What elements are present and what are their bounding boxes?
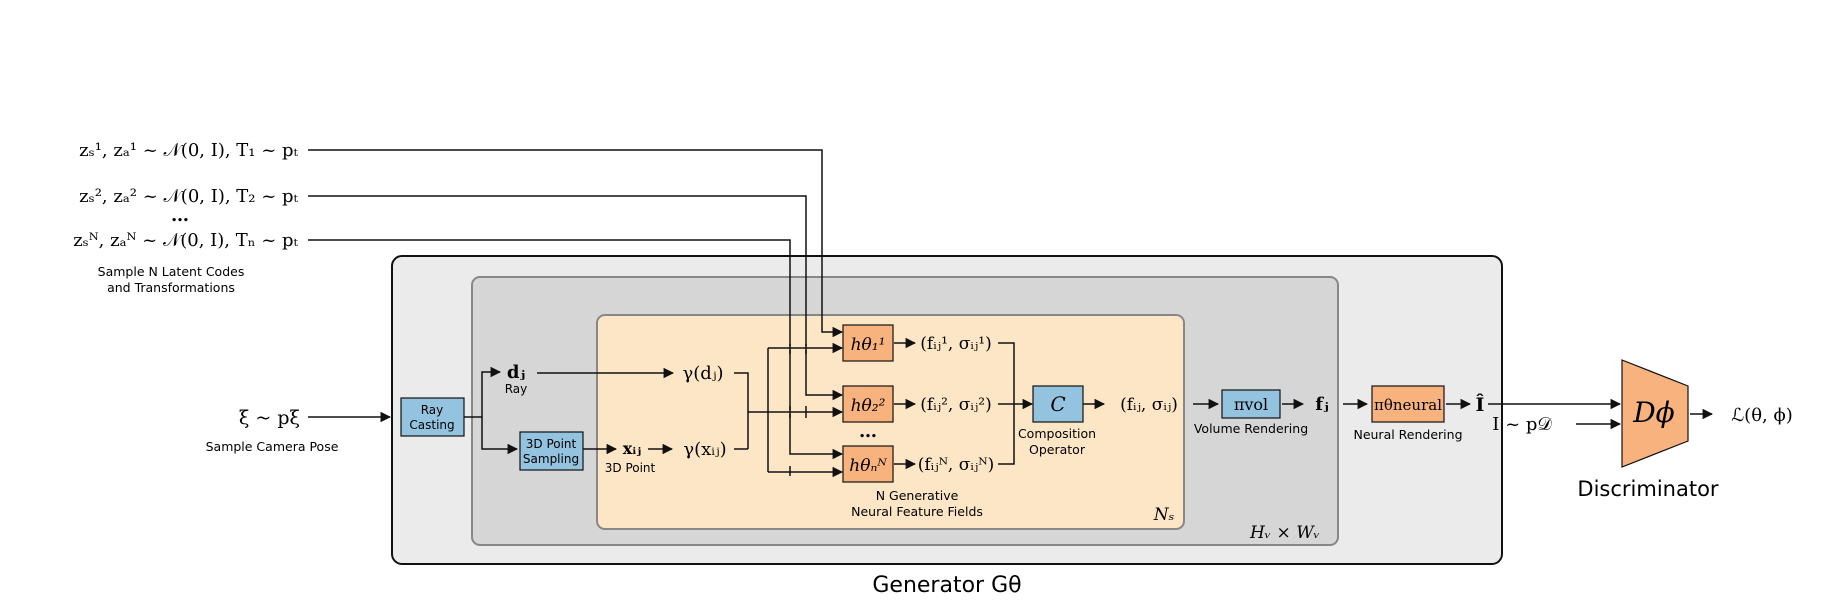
sampling-split-line: [481, 417, 519, 455]
h1-label: hθ₁¹: [851, 335, 886, 355]
fj-label: fⱼ: [1315, 394, 1328, 415]
camera-label: ξ ~ pξ: [239, 407, 300, 429]
sampling-box: [519, 431, 584, 471]
ns-label: Nₛ: [1153, 505, 1175, 525]
discriminator-shape: [1621, 359, 1689, 468]
neural-caption: Neural Rendering: [1353, 427, 1462, 442]
hv-wv-label: Hᵥ × Wᵥ: [1249, 523, 1320, 543]
neural-label: πθneural: [1374, 396, 1442, 414]
volume-caption: Volume Rendering: [1194, 421, 1308, 436]
latent-caption-line-1: Sample N Latent Codes: [98, 264, 245, 279]
out-2-label: (fᵢⱼ², σᵢⱼ²): [920, 395, 991, 415]
neural-rendering-box: [1371, 385, 1445, 423]
ray-casting-label-2: Casting: [409, 418, 454, 432]
composition-caption-1: Composition: [1018, 426, 1096, 441]
composed-label: (fᵢⱼ, σᵢⱼ): [1120, 395, 1178, 415]
fields-caption-1: N Generative: [876, 488, 959, 503]
real-image-label: I ~ p𝒟: [1492, 414, 1552, 435]
output-image-label: Î: [1476, 393, 1485, 416]
latent-caption-line-2: and Transformations: [107, 280, 235, 295]
loss-label: ℒ(θ, ϕ): [1731, 405, 1793, 426]
latent-2-line: [308, 195, 844, 401]
ray-casting-label-1: Ray: [421, 403, 444, 417]
hn-label: hθₙᴺ: [849, 456, 887, 476]
ray-caption: Ray: [505, 382, 528, 396]
fields-dots: …: [859, 421, 877, 442]
point-variable: xᵢⱼ: [623, 439, 641, 458]
ray-variable: dⱼ: [507, 362, 525, 383]
latent-dots: …: [171, 205, 189, 226]
gamma-d-bracket: [734, 372, 749, 412]
fields-caption-2: Neural Feature Fields: [851, 504, 983, 519]
discriminator-caption: Discriminator: [1577, 477, 1719, 501]
latent-2-label: zₛ², zₐ² ~ 𝒩(0, I), T₂ ~ pₜ: [79, 186, 298, 207]
discriminator-label: Dϕ: [1632, 396, 1675, 429]
h1-box: [842, 324, 894, 362]
out-n-label: (fᵢⱼᴺ, σᵢⱼᴺ): [918, 455, 995, 475]
camera-caption: Sample Camera Pose: [206, 439, 339, 454]
volume-rendering-box: [1221, 389, 1281, 419]
h2-label: hθ₂²: [851, 396, 886, 416]
h2-box: [842, 385, 894, 423]
gamma-d-label: γ(dⱼ): [682, 363, 723, 384]
generator-caption: Generator Gθ: [872, 573, 1021, 598]
composition-caption-2: Operator: [1029, 442, 1086, 457]
composition-box: [1032, 385, 1084, 423]
sampling-label-2: Sampling: [523, 452, 579, 466]
latent-1-line: [308, 149, 844, 338]
hn-box: [842, 445, 894, 483]
latent-n-label: zₛᴺ, zₐᴺ ~ 𝒩(0, I), Tₙ ~ pₜ: [73, 230, 298, 251]
out-1-label: (fᵢⱼ¹, σᵢⱼ¹): [920, 334, 991, 354]
sampling-label-1: 3D Point: [526, 437, 577, 451]
latent-1-label: zₛ¹, zₐ¹ ~ 𝒩(0, I), T₁ ~ pₜ: [79, 140, 298, 161]
ray-split-line: [464, 366, 502, 418]
volume-label: πvol: [1234, 395, 1268, 414]
point-caption: 3D Point: [605, 461, 656, 475]
composition-label: C: [1050, 392, 1065, 416]
gamma-x-label: γ(xᵢⱼ): [683, 439, 726, 460]
